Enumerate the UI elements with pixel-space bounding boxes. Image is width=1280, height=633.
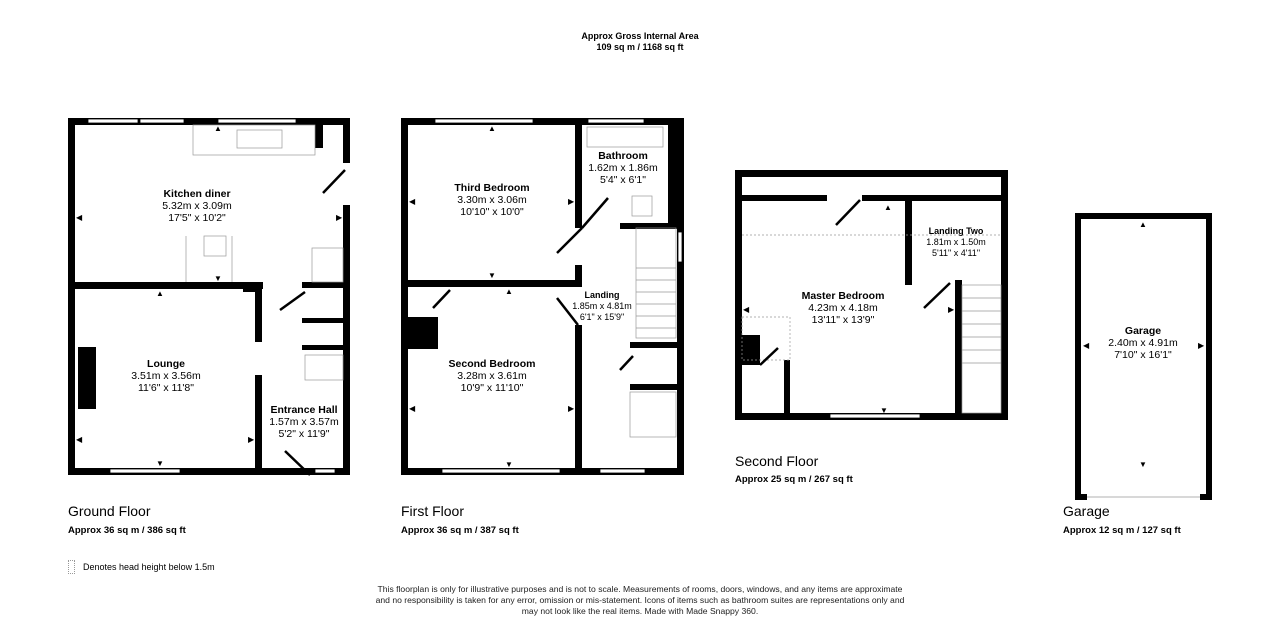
dimension-arrow-icon: ◀ [743,305,750,314]
garage-walls [1075,213,1212,500]
floor-name-ground: Ground Floor [68,503,151,519]
dimension-arrow-icon: ▲ [156,289,164,298]
room-imperial: 10'9" x 11'10" [460,382,524,394]
dimension-arrow-icon: ▶ [336,213,343,222]
room-metric: 3.51m x 3.56m [131,370,201,382]
room-name: Third Bedroom [454,182,530,194]
room-name: Lounge [147,358,185,370]
floor-area-ground: Approx 36 sq m / 386 sq ft [68,525,186,536]
disclaimer-line: and no responsibility is taken for any e… [375,595,905,605]
dimension-arrow-icon: ◀ [409,197,416,206]
dimension-arrow-icon: ▲ [884,203,892,212]
dimension-arrow-icon: ▼ [214,274,222,283]
gross-area-title: Approx Gross Internal Area [581,31,699,41]
dimension-arrow-icon: ▲ [505,287,513,296]
room-kitchen-diner: Kitchen diner 5.32m x 3.09m 17'5" x 10'2… [162,188,231,224]
dimension-arrow-icon: ▶ [248,435,255,444]
floor-name-garage: Garage [1063,503,1110,519]
room-third-bedroom: Third Bedroom 3.30m x 3.06m 10'10" x 10'… [454,182,529,218]
floor-area-first: Approx 36 sq m / 387 sq ft [401,525,519,536]
floor-name-second: Second Floor [735,453,819,469]
room-metric: 1.85m x 4.81m [572,301,632,311]
dimension-arrow-icon: ◀ [1083,341,1090,350]
room-master-bedroom: Master Bedroom 4.23m x 4.18m 13'11" x 13… [802,290,885,326]
room-imperial: 17'5" x 10'2" [168,212,226,224]
room-bathroom: Bathroom 1.62m x 1.86m 5'4" x 6'1" [588,150,657,186]
room-imperial: 10'10" x 10'0" [460,206,524,218]
room-metric: 3.30m x 3.06m [457,194,527,206]
room-metric: 1.62m x 1.86m [588,162,658,174]
ground-floor-windows [87,118,336,474]
room-imperial: 6'1" x 15'9" [579,312,625,322]
dimension-arrow-icon: ▲ [214,124,222,133]
head-height-swatch-icon [68,560,75,574]
dimension-arrow-icon: ▼ [156,459,164,468]
dimension-arrow-icon: ◀ [76,435,83,444]
room-entrance-hall: Entrance Hall 1.57m x 3.57m 5'2" x 11'9" [269,404,338,440]
ground-floor-walls [68,118,350,475]
first-floor-walls [401,118,684,475]
room-name: Landing [584,290,620,300]
floor-name-first: First Floor [401,503,464,519]
dimension-arrow-icon: ▲ [488,124,496,133]
dimension-arrow-icon: ▶ [948,305,955,314]
dimension-arrow-icon: ▲ [1139,220,1147,229]
disclaimer-line: may not look like the real items. Made w… [521,606,759,616]
dimension-arrow-icon: ▼ [488,271,496,280]
dimension-arrow-icon: ◀ [409,404,416,413]
room-landing: Landing 1.85m x 4.81m 6'1" x 15'9" [572,290,632,323]
dimension-arrow-icon: ▼ [505,460,513,469]
room-name: Second Bedroom [448,358,536,370]
room-name: Bathroom [598,150,648,162]
room-imperial: 7'10" x 16'1" [1114,349,1172,361]
gross-area-value: 109 sq m / 1168 sq ft [596,42,684,52]
dimension-arrow-icon: ▼ [880,406,888,415]
floor-area-garage: Approx 12 sq m / 127 sq ft [1063,525,1181,536]
room-landing-two: Landing Two 1.81m x 1.50m 5'11" x 4'11" [926,226,986,259]
dimension-arrow-icon: ▶ [568,404,575,413]
dimension-arrow-icon: ▶ [568,197,575,206]
dimension-arrow-icon: ▼ [1139,460,1147,469]
room-name: Landing Two [928,226,984,236]
disclaimer-line: This floorplan is only for illustrative … [377,584,903,594]
disclaimer: This floorplan is only for illustrative … [330,584,950,617]
dimension-arrow-icon: ▶ [1198,341,1205,350]
room-name: Kitchen diner [163,188,231,200]
gross-area-header: Approx Gross Internal Area 109 sq m / 11… [0,31,1280,53]
dimension-arrow-icon: ◀ [76,213,83,222]
room-imperial: 11'6" x 11'8" [137,382,195,394]
legend: Denotes head height below 1.5m [68,560,215,574]
room-metric: 4.23m x 4.18m [808,302,878,314]
room-garage: Garage 2.40m x 4.91m 7'10" x 16'1" [1108,325,1177,361]
floor-area-second: Approx 25 sq m / 267 sq ft [735,474,853,485]
room-metric: 2.40m x 4.91m [1108,337,1178,349]
room-metric: 5.32m x 3.09m [162,200,232,212]
room-second-bedroom: Second Bedroom 3.28m x 3.61m 10'9" x 11'… [449,358,536,394]
room-name: Master Bedroom [801,290,885,302]
room-lounge: Lounge 3.51m x 3.56m 11'6" x 11'8" [131,358,200,394]
room-name: Entrance Hall [270,404,338,416]
room-metric: 1.57m x 3.57m [269,416,339,428]
room-imperial: 5'4" x 6'1" [600,174,646,186]
room-name: Garage [1124,325,1162,337]
room-metric: 3.28m x 3.61m [457,370,527,382]
legend-text: Denotes head height below 1.5m [83,562,215,572]
room-metric: 1.81m x 1.50m [926,237,986,247]
room-imperial: 5'2" x 11'9" [278,428,330,440]
room-imperial: 13'11" x 13'9" [811,314,875,326]
room-imperial: 5'11" x 4'11" [931,248,981,258]
